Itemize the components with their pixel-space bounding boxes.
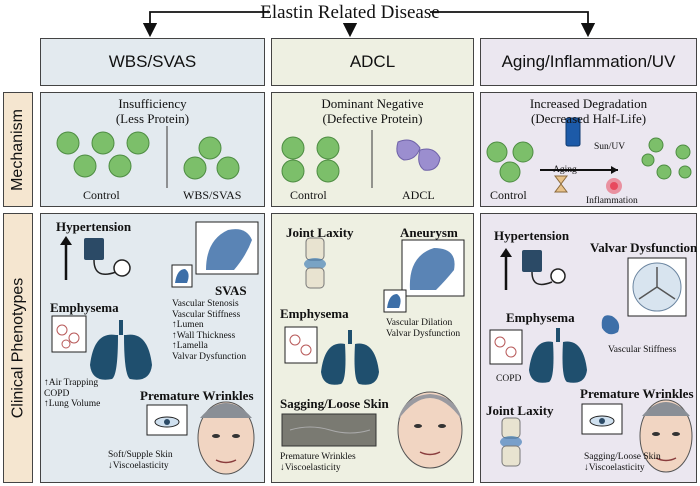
mech-label-control-adcl: Control <box>290 188 327 202</box>
clin-wbs-wrinkles: Premature Wrinkles <box>140 388 254 403</box>
clin-wbs-svas: SVAS <box>215 283 247 298</box>
clin-adcl-aneurysm: Aneurysm <box>400 225 458 240</box>
clin-aging-joint: Joint Laxity <box>486 403 554 418</box>
clin-adcl-joint: Joint Laxity <box>286 225 354 240</box>
clin-wbs-emphysema: Emphysema <box>50 300 119 315</box>
face-icon-wbs <box>197 401 255 475</box>
side-label-mechanism: Mechanism <box>3 92 33 207</box>
clin-aging-skin-list: Sagging/Loose Skin↓Viscoelasticity <box>584 452 661 473</box>
mech-label-sun: Sun/UV <box>594 142 626 152</box>
lungs-icon <box>90 320 152 380</box>
clin-adcl-skin-list: Premature Wrinkles↓Viscoelasticity <box>280 452 356 473</box>
mech-label-control-wbs: Control <box>83 188 120 202</box>
knee-joint-icon-aging <box>500 417 522 467</box>
mech-title-aging: Increased Degradation(Decreased Half-Lif… <box>529 96 648 126</box>
mech-panel-wbs <box>40 92 265 207</box>
mech-title-wbs: Insufficiency(Less Protein) <box>115 96 190 126</box>
mech-label-adcl: ADCL <box>402 188 435 202</box>
clin-aging-valvar: Valvar Dysfunction <box>590 240 698 255</box>
clin-wbs-skin-list: Soft/Supple Skin↓Viscoelasticity <box>108 450 173 471</box>
branch-arrows <box>142 11 596 38</box>
lungs-icon-adcl <box>321 330 379 385</box>
bp-gauge-icon <box>60 236 131 280</box>
hourglass-icon <box>554 175 568 193</box>
mech-label-aging: Aging <box>553 165 577 175</box>
lungs-icon-aging <box>529 328 587 383</box>
diagram-title: Elastin Related Disease <box>260 2 440 23</box>
mech-label-control-aging: Control <box>490 188 527 202</box>
face-icon-adcl <box>397 391 463 469</box>
clin-adcl-emphysema: Emphysema <box>280 306 349 321</box>
header-adcl: ADCL <box>271 38 474 86</box>
clin-aging-copd: COPD <box>496 374 522 384</box>
header-aging: Aging/Inflammation/UV <box>480 38 697 86</box>
clin-aging-emphysema: Emphysema <box>506 310 575 325</box>
header-wbs: WBS/SVAS <box>40 38 265 86</box>
clin-aging-wrinkles: Premature Wrinkles <box>580 386 694 401</box>
side-label-clinical: Clinical Phenotypes <box>3 213 33 483</box>
clin-adcl-sagging: Sagging/Loose Skin <box>280 396 389 411</box>
clin-wbs-hypertension: Hypertension <box>56 219 132 234</box>
clin-aging-hypertension: Hypertension <box>494 228 570 243</box>
mech-label-inflammation: Inflammation <box>586 196 638 206</box>
bp-gauge-icon-aging <box>500 248 566 290</box>
knee-joint-icon <box>304 237 326 289</box>
face-icon-aging <box>639 399 693 473</box>
sunscreen-icon <box>565 117 581 147</box>
mech-label-wbs: WBS/SVAS <box>183 188 242 202</box>
mech-title-adcl: Dominant Negative(Defective Protein) <box>321 96 424 126</box>
clin-aging-vasc: Vascular Stiffness <box>608 345 677 355</box>
